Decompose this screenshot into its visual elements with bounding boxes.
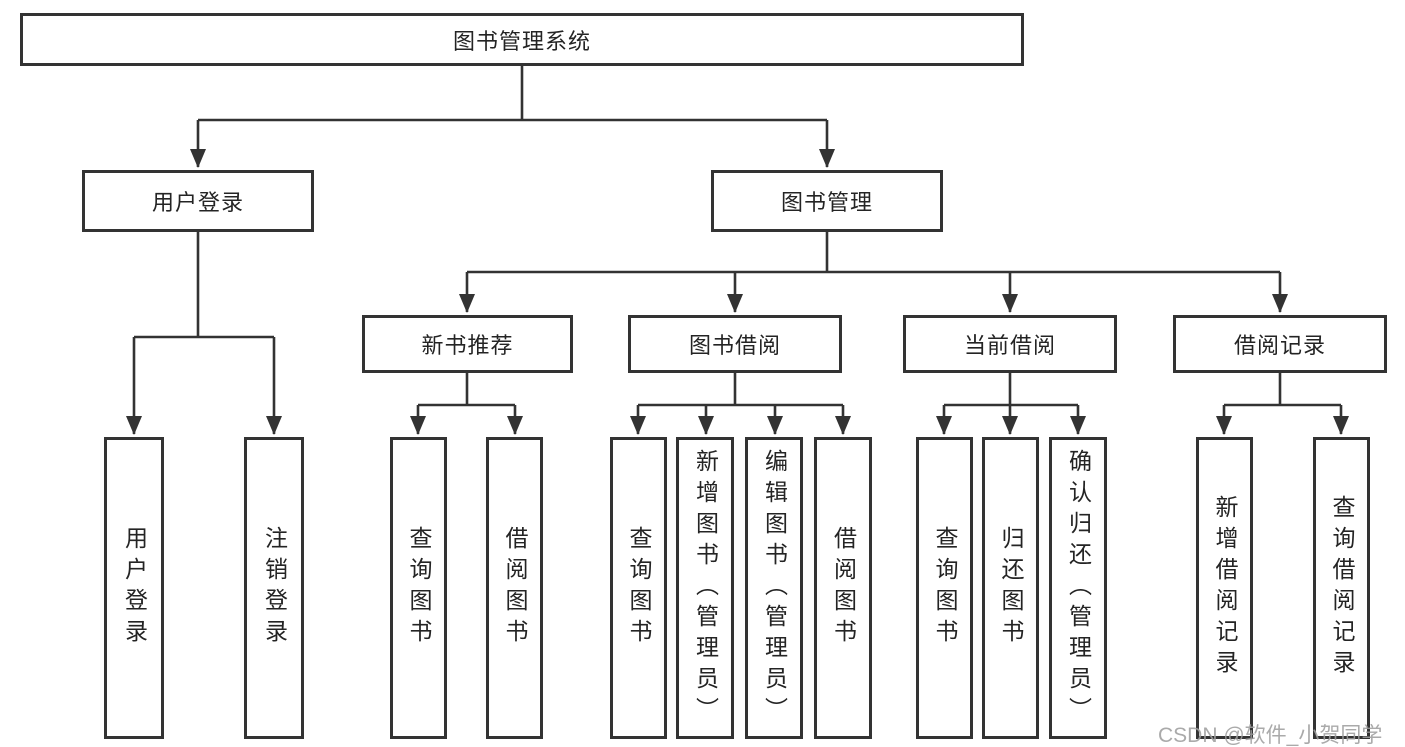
leaf-current-confirm-return-admin-label: 确认归还（管理员） (1065, 448, 1092, 728)
leaf-logout: 注销登录 (244, 437, 304, 739)
leaf-current-confirm-return-admin: 确认归还（管理员） (1049, 437, 1107, 739)
node-borrow-records: 借阅记录 (1173, 315, 1387, 373)
leaf-borrow-edit-book-admin-label: 编辑图书（管理员） (761, 448, 788, 728)
leaf-current-return-book: 归还图书 (982, 437, 1039, 739)
node-book-management-label: 图书管理 (780, 190, 873, 215)
leaf-records-add-record-label: 新增借阅记录 (1212, 495, 1238, 681)
leaf-borrow-query-book: 查询图书 (610, 437, 667, 739)
node-root-system-label: 图书管理系统 (452, 28, 591, 54)
node-book-borrow: 图书借阅 (628, 315, 842, 373)
leaf-records-query-record-label: 查询借阅记录 (1329, 495, 1355, 681)
leaf-current-query-book-label: 查询图书 (932, 526, 958, 650)
leaf-user-login: 用户登录 (104, 437, 164, 739)
node-root-system: 图书管理系统 (20, 13, 1024, 66)
leaf-records-query-record: 查询借阅记录 (1313, 437, 1370, 739)
node-new-book-recommend-label: 新书推荐 (421, 333, 514, 358)
leaf-records-add-record: 新增借阅记录 (1196, 437, 1253, 739)
leaf-borrow-query-book-label: 查询图书 (626, 526, 652, 650)
node-borrow-records-label: 借阅记录 (1233, 333, 1326, 358)
csdn-watermark: CSDN @软件_小贺同学 (1158, 724, 1383, 747)
leaf-recommend-query-book-label: 查询图书 (406, 526, 432, 650)
leaf-current-query-book: 查询图书 (916, 437, 973, 739)
leaf-current-return-book-label: 归还图书 (998, 526, 1024, 650)
leaf-recommend-borrow-book: 借阅图书 (486, 437, 543, 739)
leaf-logout-label: 注销登录 (261, 526, 288, 650)
node-book-management: 图书管理 (711, 170, 943, 232)
leaf-recommend-query-book: 查询图书 (390, 437, 447, 739)
node-current-borrow: 当前借阅 (903, 315, 1117, 373)
leaf-borrow-add-book-admin-label: 新增图书（管理员） (692, 448, 719, 728)
node-user-login: 用户登录 (82, 170, 314, 232)
node-current-borrow-label: 当前借阅 (963, 333, 1056, 358)
leaf-borrow-borrow-book: 借阅图书 (814, 437, 872, 739)
node-user-login-label: 用户登录 (151, 190, 244, 215)
leaf-user-login-label: 用户登录 (121, 526, 148, 650)
node-book-borrow-label: 图书借阅 (688, 333, 781, 358)
node-new-book-recommend: 新书推荐 (362, 315, 573, 373)
leaf-recommend-borrow-book-label: 借阅图书 (502, 526, 528, 650)
leaf-borrow-add-book-admin: 新增图书（管理员） (676, 437, 734, 739)
leaf-borrow-borrow-book-label: 借阅图书 (830, 526, 857, 650)
leaf-borrow-edit-book-admin: 编辑图书（管理员） (745, 437, 803, 739)
